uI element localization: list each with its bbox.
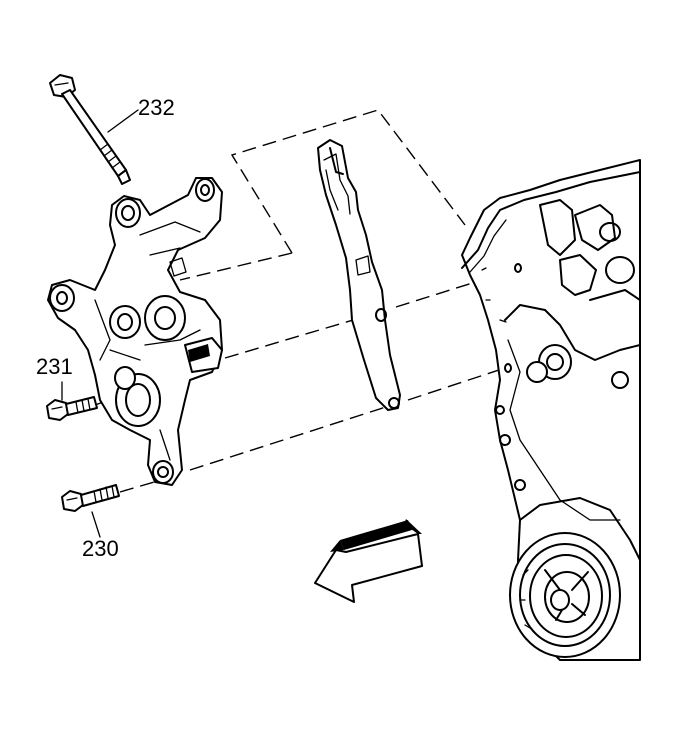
alignment-line-230 (119, 367, 506, 493)
bracket-spacer-plate (317, 139, 401, 411)
leader-232 (107, 109, 139, 133)
leader-230 (91, 511, 101, 538)
leader-lines (61, 109, 139, 538)
callout-232: 232 (138, 95, 175, 120)
alignment-line-top-box (230, 109, 466, 254)
front-direction-arrow-icon (314, 519, 423, 603)
bolt-231 (46, 396, 98, 421)
alignment-line-232-lower (179, 252, 293, 281)
callout-231: 231 (36, 354, 73, 379)
bolt-232 (49, 74, 131, 185)
bolt-230 (61, 484, 120, 512)
crankshaft-balancer (509, 532, 621, 658)
accessory-bracket (47, 177, 223, 486)
callout-230: 230 (82, 536, 119, 561)
